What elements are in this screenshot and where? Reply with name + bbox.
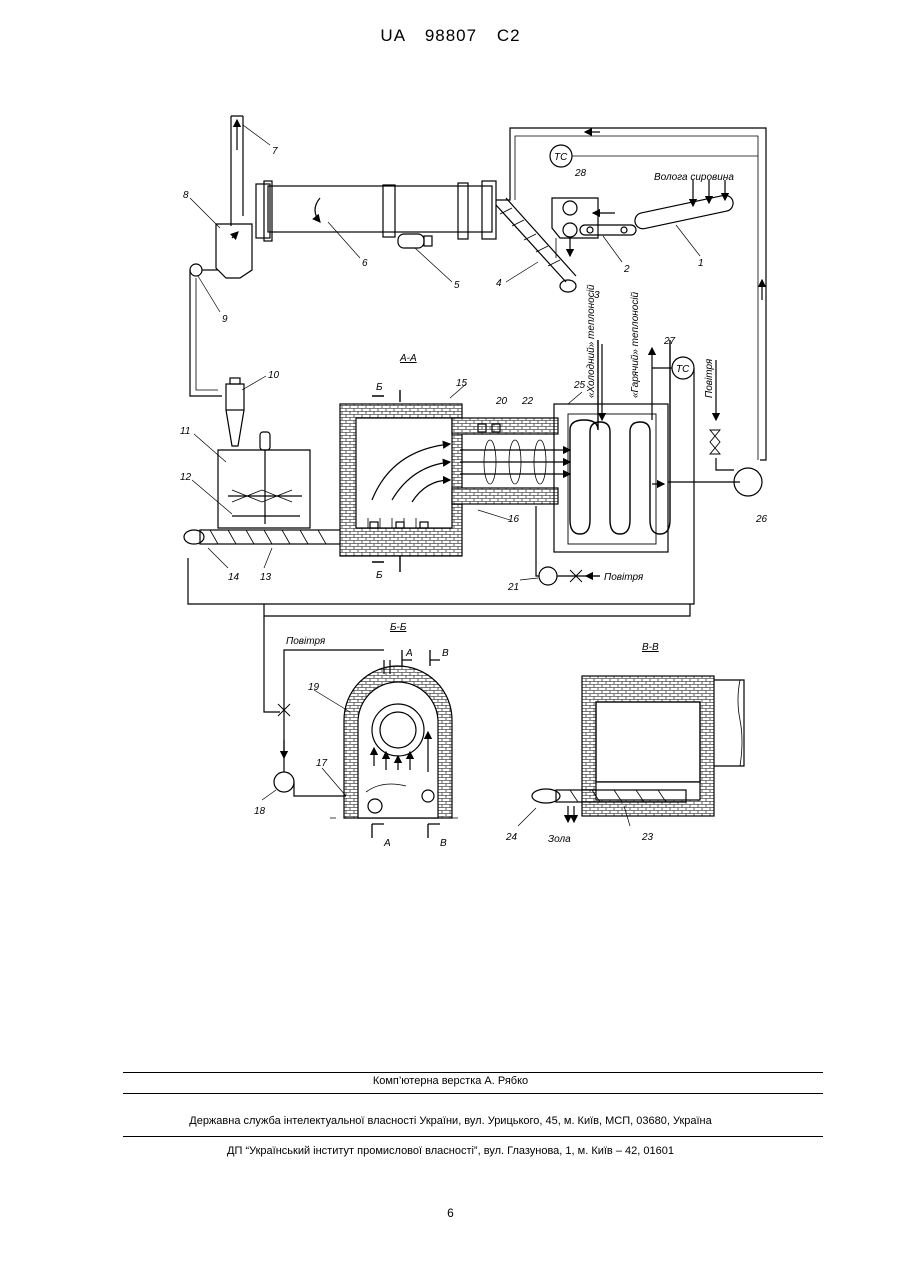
- label-19: 19: [308, 682, 320, 693]
- flue-duct-16: [452, 418, 570, 520]
- cut-mark-a-bottom: А: [383, 838, 391, 849]
- temperature-controller-28: [550, 145, 758, 167]
- footer-rule-1: [123, 1072, 823, 1073]
- label-15: 15: [456, 378, 468, 389]
- label-14: 14: [228, 572, 240, 583]
- label-air-bb: Повітря: [286, 636, 326, 647]
- fan-26: [710, 360, 762, 496]
- label-25: 25: [573, 380, 586, 391]
- label-wet-raw: Волога сировина: [654, 172, 734, 183]
- footer-institute-address: ДП “Український інститут промислової вла…: [0, 1145, 901, 1157]
- label-13: 13: [260, 572, 272, 583]
- label-1: 1: [698, 258, 704, 269]
- footer-layout-credit: Комп’ютерна верстка А. Рябко: [0, 1075, 901, 1087]
- label-24: 24: [505, 832, 518, 843]
- footer-rule-3: [123, 1136, 823, 1137]
- label-hot-carrier: «Гарячий» теплоносій: [630, 291, 641, 398]
- label-12: 12: [180, 472, 192, 483]
- label-11: 11: [180, 426, 190, 437]
- page-number: 6: [0, 1206, 901, 1220]
- furnace-15: [340, 384, 466, 556]
- hopper-11: [192, 432, 310, 528]
- label-28: 28: [574, 168, 587, 179]
- label-10: 10: [268, 370, 280, 381]
- label-6: 6: [362, 258, 368, 269]
- conveyor-2: [580, 225, 636, 262]
- cut-mark-v-bottom: В: [440, 838, 447, 849]
- label-18: 18: [254, 806, 266, 817]
- mill-3: [552, 198, 615, 258]
- section-bb-furnace: [314, 660, 452, 818]
- fan-21: [520, 506, 600, 585]
- label-22: 22: [521, 396, 534, 407]
- label-ash: Зола: [548, 834, 571, 845]
- label-4: 4: [496, 278, 502, 289]
- label-cold-carrier: «Холодний» теплоносій: [586, 284, 597, 398]
- cut-mark-b-bottom: Б: [376, 570, 383, 581]
- label-8: 8: [183, 190, 189, 201]
- label-air-21: Повітря: [604, 572, 644, 583]
- footer-office-address: Державна служба інтелектуальної власност…: [0, 1115, 901, 1127]
- drum-drive: [398, 234, 452, 282]
- fan-9: [190, 264, 220, 312]
- label-16: 16: [508, 514, 520, 525]
- rotary-drum: [256, 181, 496, 258]
- label-17: 17: [316, 758, 328, 769]
- label-21: 21: [507, 582, 519, 593]
- label-tc-27: TC: [676, 364, 690, 375]
- cut-mark-b-top: Б: [376, 382, 383, 393]
- screw-conveyor-13: [184, 530, 348, 568]
- section-vv-title: В-В: [642, 642, 659, 653]
- label-20: 20: [495, 396, 508, 407]
- footer-rule-2: [123, 1093, 823, 1094]
- label-23: 23: [641, 832, 654, 843]
- label-tc-28: TC: [554, 152, 568, 163]
- label-7: 7: [272, 146, 278, 157]
- section-aa-title: А-А: [399, 353, 417, 364]
- label-26: 26: [755, 514, 768, 525]
- label-2: 2: [623, 264, 630, 275]
- label-27: 27: [663, 336, 676, 347]
- cut-mark-a-top: А: [405, 648, 413, 659]
- label-9: 9: [222, 314, 228, 325]
- label-5: 5: [454, 280, 460, 291]
- cut-mark-v-top: В: [442, 648, 449, 659]
- section-bb-title: Б-Б: [390, 622, 407, 633]
- label-air-26: Повітря: [704, 358, 715, 398]
- conveyor-1: [633, 180, 734, 256]
- section-vv-furnace: [518, 676, 744, 826]
